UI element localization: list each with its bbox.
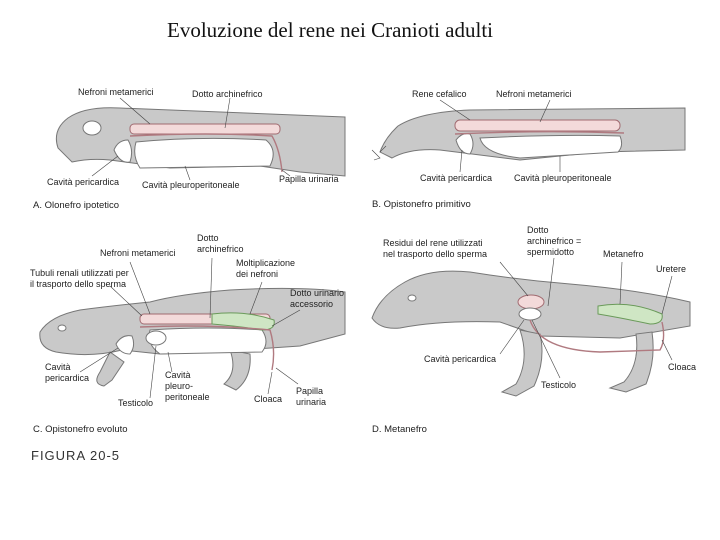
panel-c-label-accessorio-2: accessorio <box>290 299 333 309</box>
panel-b-nephrons <box>454 119 621 132</box>
panel-c-nephron-multiplication <box>211 312 275 331</box>
panel-a-label-pericardica: Cavità pericardica <box>47 177 119 187</box>
panel-d-metanephros <box>597 303 663 325</box>
panel-c-label-cavita-2: pericardica <box>45 373 89 383</box>
panel-d-label-pericardica: Cavità pericardica <box>424 354 496 364</box>
panel-c: Nefroni metamerici Dotto archinefrico Mo… <box>30 233 346 435</box>
panel-c-label-tubuli-1: Tubuli renali utilizzati per <box>30 268 129 278</box>
panel-c-label-nefroni: Nefroni metamerici <box>100 248 176 258</box>
panel-d-label-testicolo: Testicolo <box>541 380 576 390</box>
panel-c-label-pleuro-3: peritoneale <box>165 392 210 402</box>
panel-d-hindleg <box>608 331 654 393</box>
panel-d-testis <box>518 307 542 321</box>
panel-b-caption: B. Opistonefro primitivo <box>372 199 471 210</box>
panel-d-label-uretere: Uretere <box>656 264 686 274</box>
panel-c-label-testicolo: Testicolo <box>118 398 153 408</box>
panel-a-label-dotto: Dotto archinefrico <box>192 89 263 99</box>
panel-b-label-pericardica: Cavità pericardica <box>420 173 492 183</box>
panel-d-label-cloaca: Cloaca <box>668 362 696 372</box>
panel-c-caption: C. Opistonefro evoluto <box>33 424 128 435</box>
panel-d-duct <box>529 319 665 353</box>
panel-b-label-rene: Rene cefalico <box>412 89 467 99</box>
panel-b: Rene cefalico Nefroni metamerici Cavità … <box>371 89 686 210</box>
panel-c-label-tubuli-2: il trasporto dello sperma <box>30 279 126 289</box>
panel-c-hindleg <box>223 349 251 391</box>
panel-c-label-papilla-1: Papilla <box>296 386 323 396</box>
panel-c-label-cloaca: Cloaca <box>254 394 282 404</box>
panel-d-label-dotto-2: archinefrico = <box>527 236 581 246</box>
panel-a-archinephric-duct <box>129 133 283 173</box>
panel-a-caption: A. Olonefro ipotetico <box>33 200 119 211</box>
page-title: Evoluzione del rene nei Cranioti adulti <box>167 18 493 42</box>
panel-a-label-nefroni: Nefroni metamerici <box>78 87 154 97</box>
panel-c-eye <box>57 324 67 332</box>
panel-c-pericardial-cavity <box>115 335 135 355</box>
panel-d-label-metanefro: Metanefro <box>603 249 644 259</box>
figure-label: FIGURA 20-5 <box>31 448 120 463</box>
panel-c-duct <box>139 325 275 371</box>
panel-b-mouth <box>371 145 387 161</box>
panel-b-pericardial-cavity <box>455 133 474 155</box>
panel-c-label-pleuro-2: pleuro- <box>165 381 193 391</box>
panel-c-label-pleuro-1: Cavità <box>165 370 191 380</box>
panel-c-label-papilla-2: urinaria <box>296 397 326 407</box>
panel-d-label-dotto-1: Dotto <box>527 225 549 235</box>
panel-d: Residui del rene utilizzati nel trasport… <box>371 225 696 435</box>
panel-c-testis <box>145 330 167 346</box>
panel-c-label-accessorio-1: Dotto urinario <box>290 288 344 298</box>
panel-d-eye <box>407 294 417 302</box>
panel-c-label-molt-1: Moltiplicazione <box>236 258 295 268</box>
panel-d-sperm-kidney-remnant <box>517 294 545 310</box>
panel-b-label-pleuro: Cavità pleuroperitoneale <box>514 173 612 183</box>
panel-c-label-molt-2: dei nefroni <box>236 269 278 279</box>
panel-b-duct <box>454 131 625 135</box>
panel-c-foreleg <box>96 351 125 387</box>
panel-a: Nefroni metamerici Dotto archinefrico Ca… <box>33 87 346 211</box>
panel-d-label-residui-1: Residui del rene utilizzati <box>383 238 483 248</box>
panel-b-pleuroperitoneal-cavity <box>479 134 623 159</box>
panel-b-label-nefroni: Nefroni metamerici <box>496 89 572 99</box>
panel-c-pleuroperitoneal-cavity <box>148 327 267 355</box>
panel-d-caption: D. Metanefro <box>372 424 427 435</box>
panel-d-label-dotto-3: spermidotto <box>527 247 574 257</box>
panel-a-pleuroperitoneal-cavity <box>134 137 274 169</box>
panel-c-label-dotto-1: Dotto <box>197 233 219 243</box>
panel-a-nephrons <box>129 123 281 135</box>
panel-d-foreleg <box>500 329 543 397</box>
panel-c-label-dotto-2: archinefrico <box>197 244 244 254</box>
panel-a-label-pleuro: Cavità pleuroperitoneale <box>142 180 240 190</box>
panel-a-pericardial-cavity <box>113 139 133 163</box>
panel-d-label-residui-2: nel trasporto dello sperma <box>383 249 487 259</box>
panel-a-eye <box>82 120 102 136</box>
panel-a-label-papilla: Papilla urinaria <box>279 174 339 184</box>
panel-c-label-cavita-1: Cavità <box>45 362 71 372</box>
